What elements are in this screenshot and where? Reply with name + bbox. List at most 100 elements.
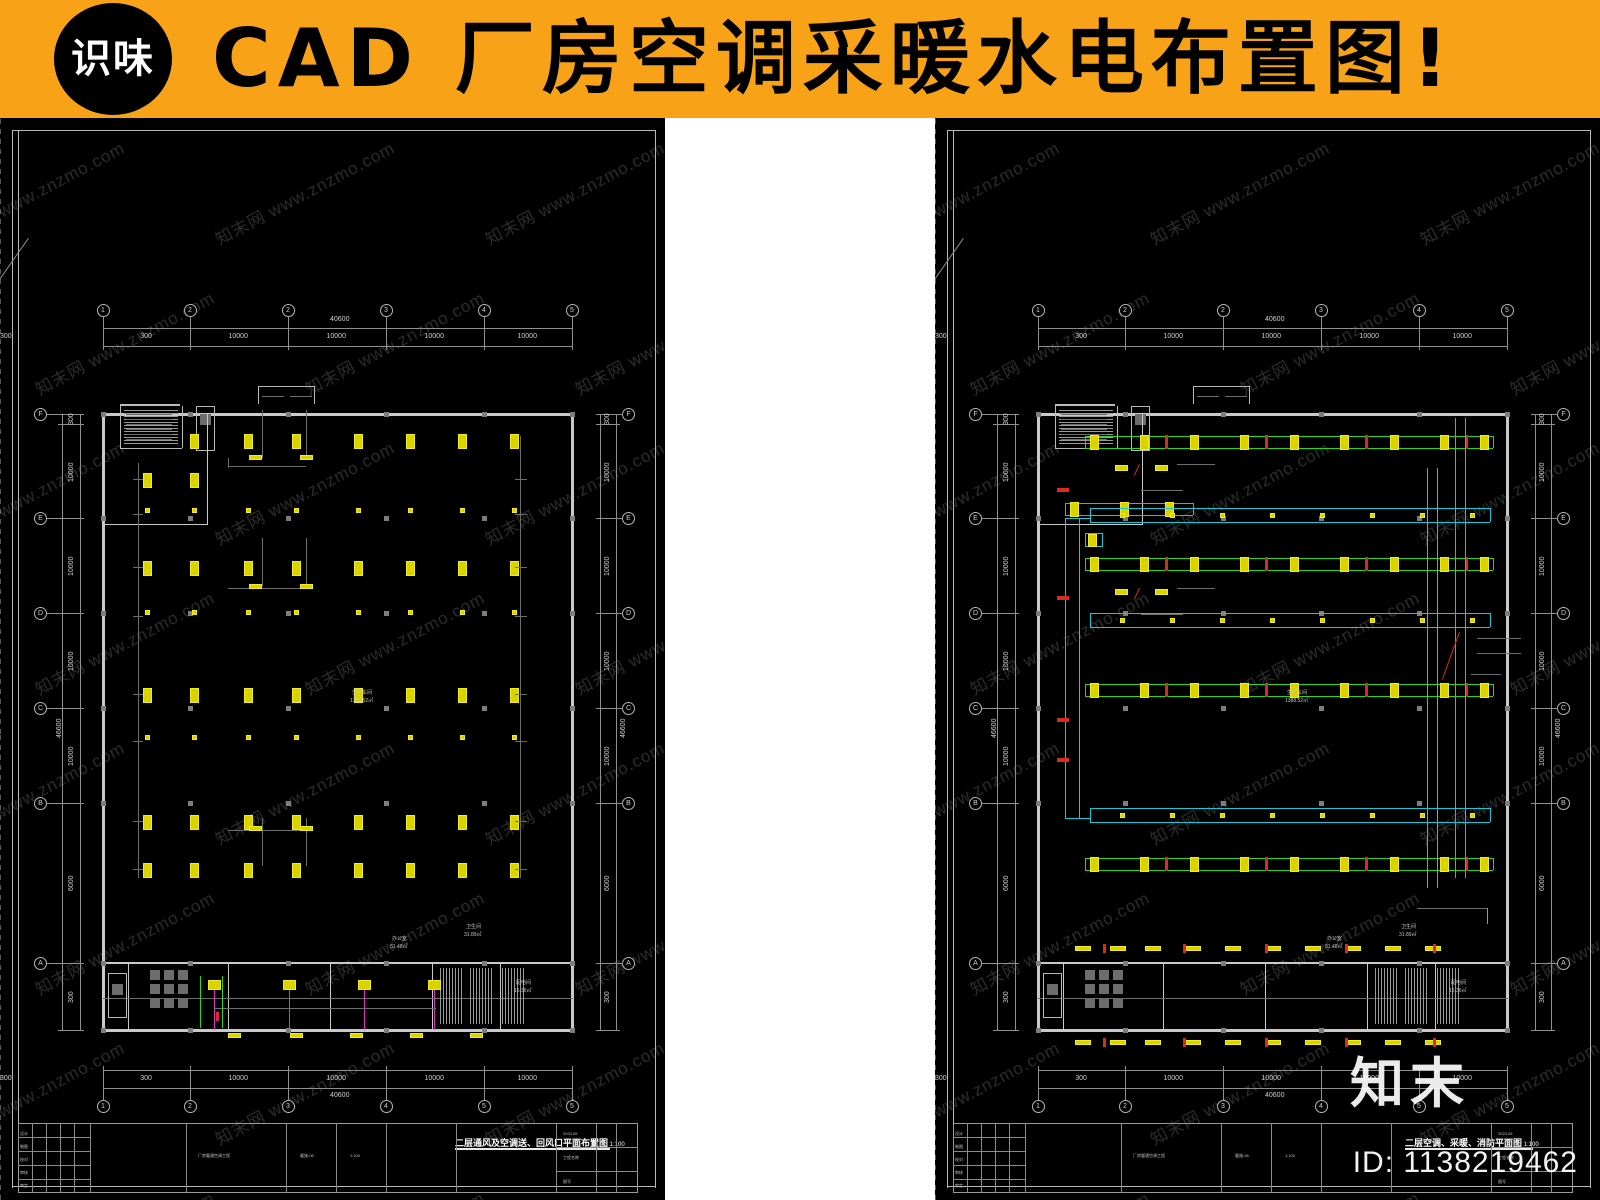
title-block-project: 厂房暖通空调工程	[1133, 1153, 1165, 1158]
valve-symbol	[1103, 944, 1106, 953]
grid-bubble-colb-1: 2	[183, 1100, 197, 1113]
air-diffuser-symbol	[1440, 857, 1449, 872]
title-block-col-0: 设计	[20, 1131, 28, 1136]
valve-symbol	[216, 1012, 219, 1021]
return-grille-symbol	[512, 508, 517, 513]
air-diffuser-symbol	[458, 863, 467, 878]
radiator-symbol	[1075, 1040, 1091, 1045]
dim-bottom-3: 10000	[1359, 1075, 1379, 1082]
room-area-production: 1388.52㎡	[1285, 698, 1309, 704]
grid-bubble-colb-5: 5	[565, 1100, 579, 1113]
dim-top-1: 10000	[1163, 333, 1183, 340]
room-area-office: 51.48㎡	[390, 944, 408, 950]
dim-left-5: 6000	[1003, 875, 1010, 892]
grid-bubble-colb-3: 4	[1314, 1100, 1328, 1113]
grid-bubble-rowr-1: E	[622, 511, 635, 525]
site-watermark: 知末网 www.znzmo.com	[1147, 138, 1334, 250]
site-watermark: 知末网 www.znzmo.com	[1507, 888, 1600, 1000]
air-diffuser-symbol	[1480, 683, 1489, 698]
air-diffuser-symbol	[1190, 557, 1199, 572]
dim-right-2: 10000	[604, 556, 611, 576]
grid-bubble-col-1: 2	[281, 304, 295, 317]
sheet-corner-mark	[0, 238, 29, 362]
air-diffuser-symbol	[510, 561, 519, 576]
return-grille-symbol	[1420, 618, 1425, 623]
air-diffuser-symbol	[354, 863, 363, 878]
title-block-date: 2023.05	[563, 1131, 578, 1136]
site-watermark: 知末网 www.znzmo.com	[935, 138, 1064, 249]
exhaust-grille-symbol	[410, 1033, 423, 1038]
air-diffuser-symbol	[1390, 557, 1399, 572]
shaft-hatch	[440, 968, 462, 1024]
sanitary-fixture	[1085, 984, 1095, 994]
dim-right-4: 10000	[1539, 746, 1546, 766]
grid-bubble-col-3: 4	[1412, 304, 1426, 317]
drawing-title-text: 二层通风及空调送、回风口平面布置图	[455, 1138, 609, 1148]
dim-top-2: 10000	[1261, 333, 1281, 340]
site-watermark: 知末网 www.znzmo.com	[482, 138, 665, 250]
air-diffuser-symbol	[1140, 435, 1149, 450]
radiator-symbol	[1225, 1040, 1241, 1045]
return-grille-symbol	[408, 610, 413, 615]
brand-watermark: 知末	[1350, 1052, 1470, 1115]
air-diffuser-symbol	[244, 815, 253, 830]
return-grille-symbol	[460, 610, 465, 615]
fire-damper-symbol	[1265, 857, 1268, 871]
grid-bubble-rowr-5: A	[622, 956, 635, 970]
valve-symbol	[1265, 1038, 1268, 1047]
fire-damper-symbol	[1057, 758, 1069, 762]
air-diffuser-symbol	[1480, 857, 1489, 872]
air-diffuser-symbol	[458, 688, 467, 703]
linear-diffuser-symbol	[249, 584, 262, 589]
radiator-symbol	[1145, 946, 1161, 951]
grid-bubble-row-5: A	[969, 956, 982, 970]
radiator-symbol	[1305, 1040, 1321, 1045]
air-diffuser-symbol	[292, 561, 301, 576]
sanitary-fixture	[178, 998, 188, 1008]
air-diffuser-symbol	[458, 561, 467, 576]
air-diffuser-symbol	[1290, 683, 1299, 698]
grid-bubble-col-4: 5	[1500, 304, 1514, 317]
grid-bubble-colb-5: 5	[1500, 1100, 1514, 1113]
drawing-sheet-right[interactable]: 知末网 www.znzmo.com 知末网 www.znzmo.com 知末网 ww…	[935, 118, 1600, 1200]
dim-top-3: 10000	[1359, 333, 1379, 340]
air-diffuser-symbol	[190, 863, 199, 878]
sanitary-fixture	[150, 970, 160, 980]
grid-bubble-col-2: 3	[1314, 304, 1328, 317]
dim-right-6: 300	[604, 991, 611, 1003]
title-block-col-3: 审核	[20, 1170, 28, 1175]
air-diffuser-symbol	[1390, 435, 1399, 450]
dim-right-1: 10000	[604, 462, 611, 482]
grid-bubble-row-0: F	[969, 407, 982, 421]
title-block-col-2: 校对	[20, 1157, 28, 1162]
title-block-scale: 1:100	[350, 1153, 361, 1158]
air-diffuser-symbol	[190, 688, 199, 703]
air-diffuser-symbol	[354, 815, 363, 830]
drawing-title: 二层通风及空调送、回风口平面布置图 1:100	[455, 1136, 625, 1149]
air-diffuser-symbol	[1140, 683, 1149, 698]
return-grille-symbol	[1320, 813, 1325, 818]
sanitary-fixture	[1113, 998, 1123, 1008]
return-grille-symbol	[192, 508, 197, 513]
air-diffuser-symbol	[510, 815, 519, 830]
sanitary-fixture	[164, 998, 174, 1008]
grid-bubble-rowr-3: C	[622, 701, 635, 715]
return-grille-symbol	[1120, 513, 1125, 518]
drawing-scale: 1:100	[609, 1142, 625, 1148]
dim-bottom-3: 10000	[424, 1075, 444, 1082]
fire-damper-symbol	[1465, 557, 1468, 571]
return-grille-symbol	[356, 735, 361, 740]
return-grille-symbol	[460, 508, 465, 513]
fcu-return-grille	[1155, 589, 1168, 595]
dim-left-0: 300	[68, 413, 75, 426]
return-grille-symbol	[192, 735, 197, 740]
valve-symbol	[1345, 944, 1348, 953]
grid-bubble-row-1: E	[34, 511, 47, 525]
site-watermark: 知末网 www.znzmo.com	[572, 288, 665, 400]
air-diffuser-symbol	[1290, 557, 1299, 572]
return-grille-symbol	[1320, 618, 1325, 623]
air-diffuser-symbol	[1090, 857, 1099, 872]
grid-bubble-rowr-4: B	[1557, 796, 1570, 810]
page-banner: 识味 CAD 厂房空调采暖水电布置图!	[0, 0, 1600, 118]
